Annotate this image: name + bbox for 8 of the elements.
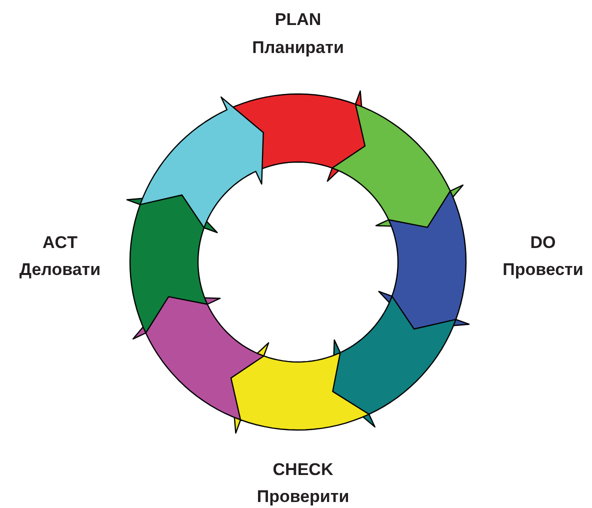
stage-translation: Деловати (19, 260, 101, 280)
stage-name: DO (530, 233, 556, 253)
stage-translation: Провести (502, 260, 584, 280)
stage-translation: Проверити (256, 487, 350, 507)
stage-name: PLAN (274, 10, 322, 30)
stage-name: CHECK (272, 460, 334, 480)
stage-name: ACT (42, 233, 78, 253)
stage-translation: Планирати (252, 38, 344, 58)
